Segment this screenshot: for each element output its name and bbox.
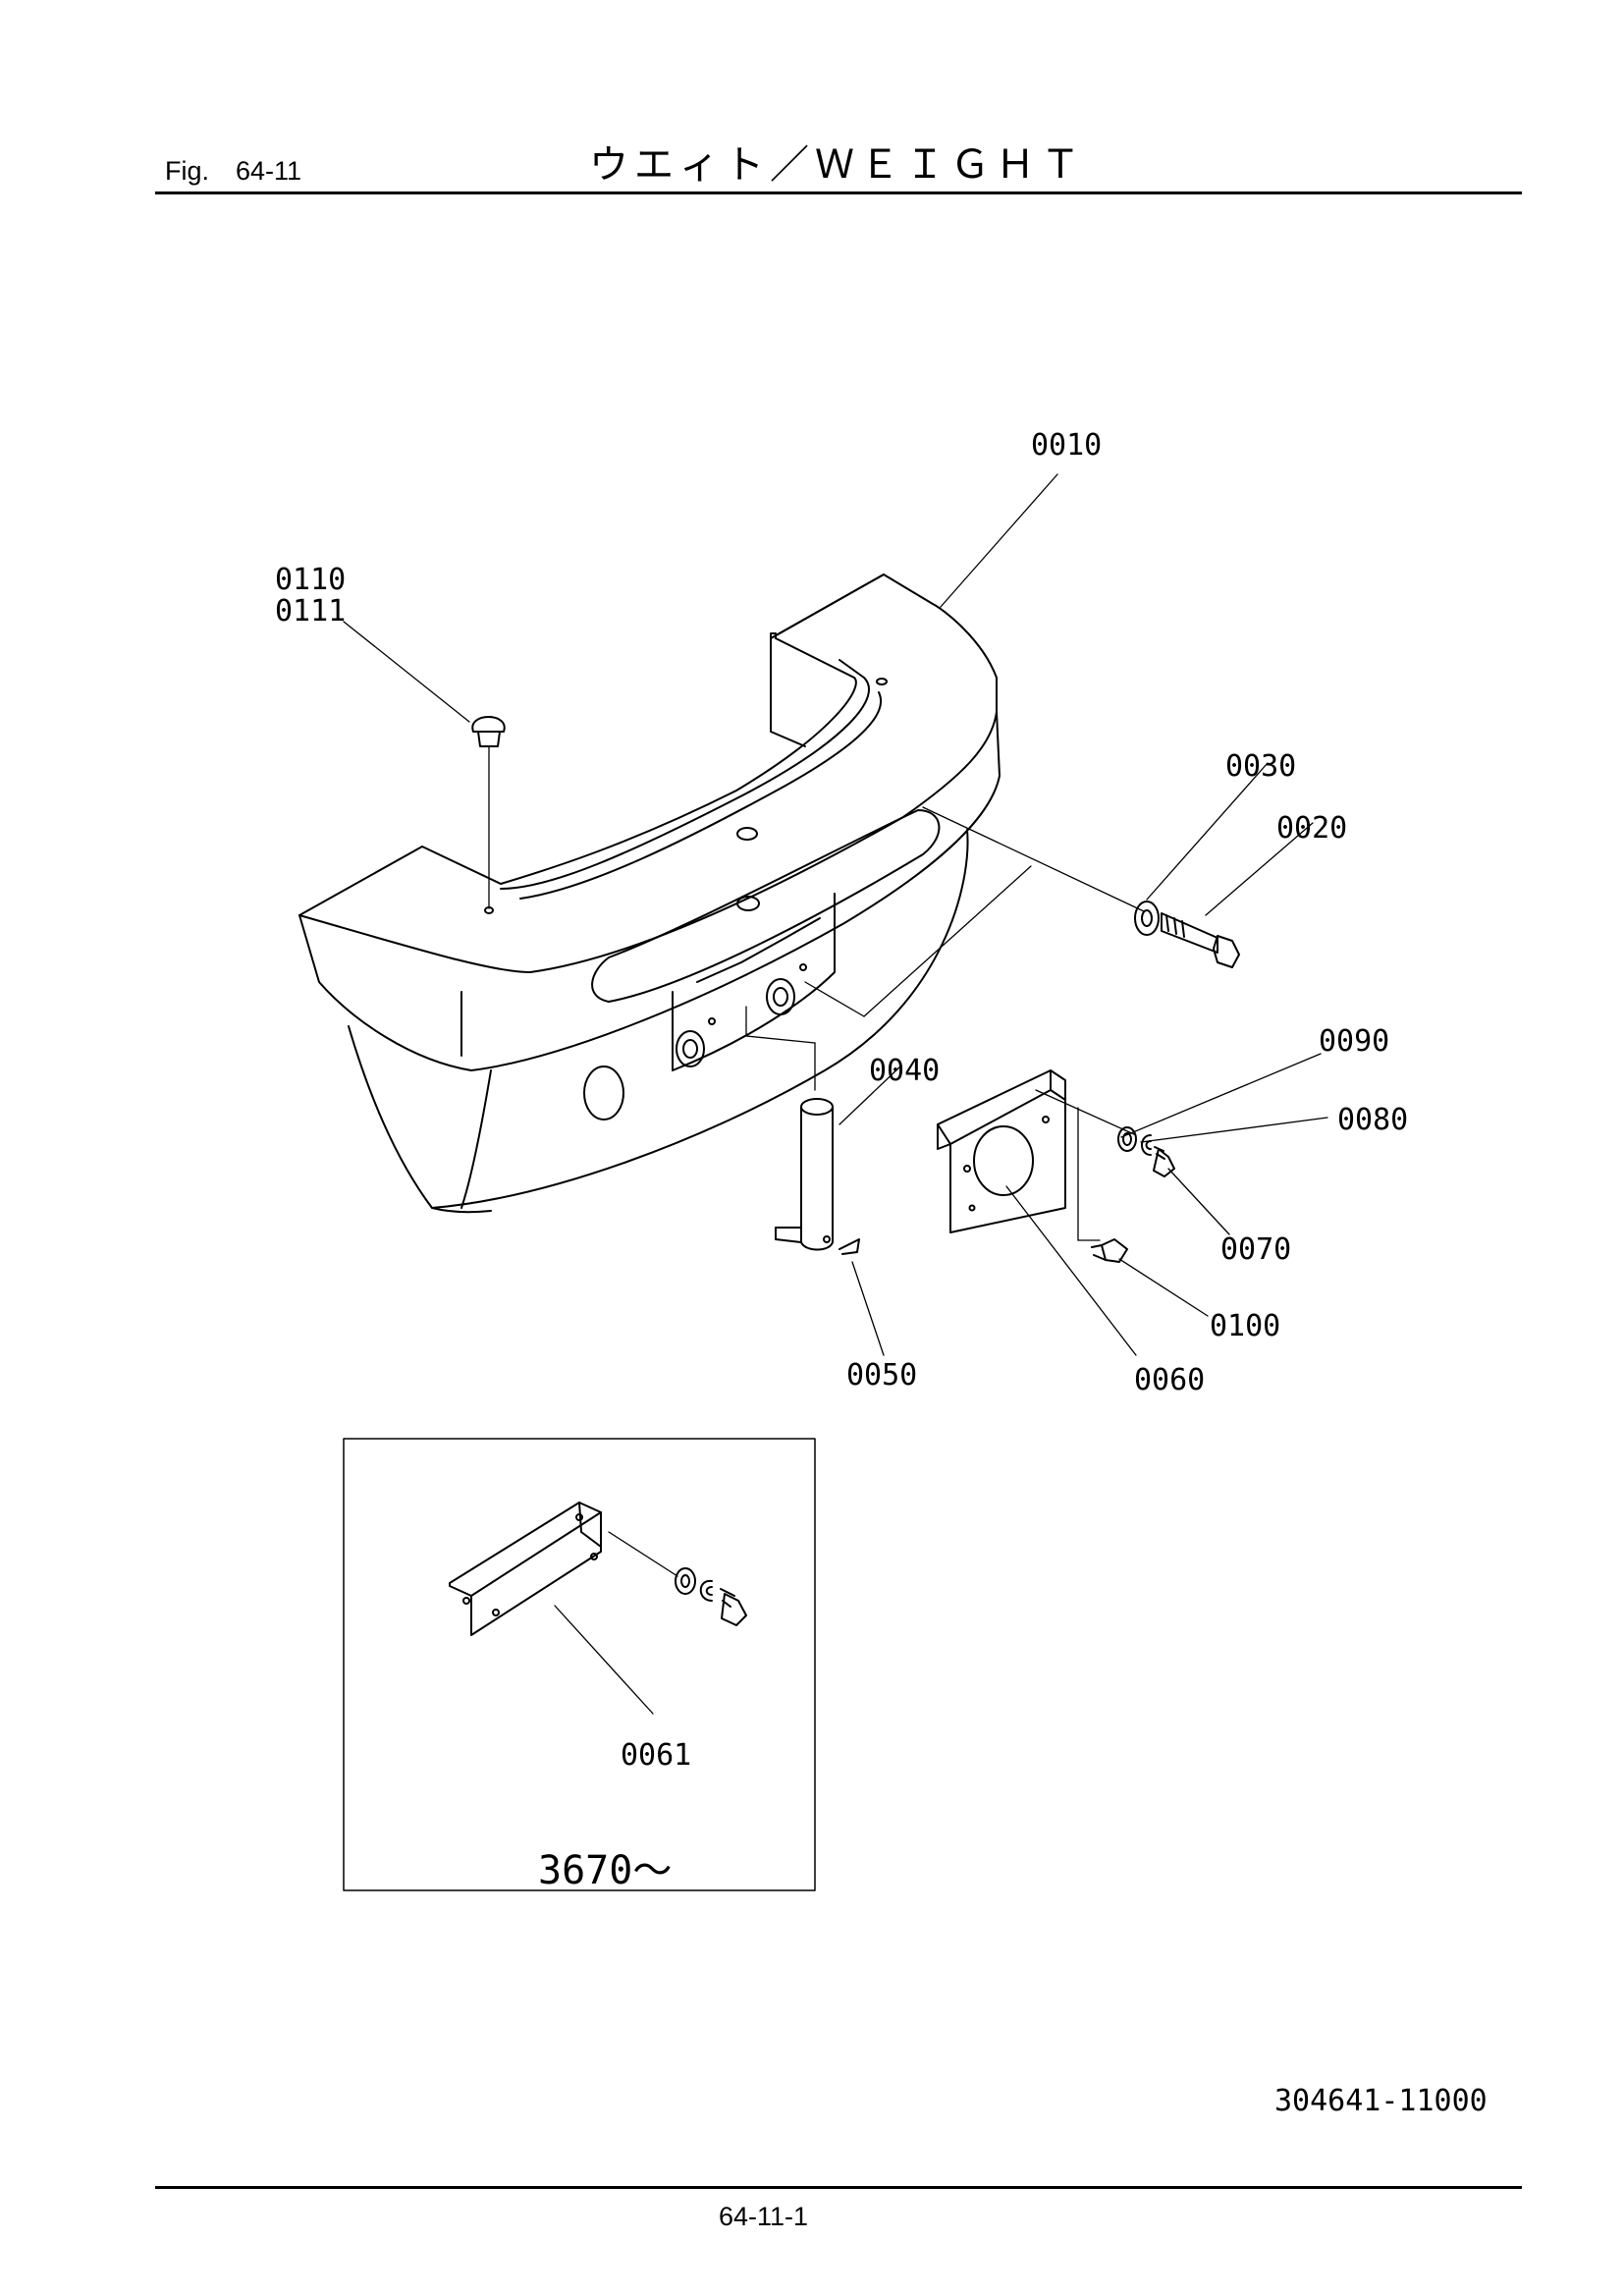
callout-0100: 0100 bbox=[1210, 1309, 1280, 1343]
lynch-pin bbox=[839, 1238, 860, 1255]
callout-0111: 0111 bbox=[275, 594, 346, 629]
inset-bracket bbox=[449, 1502, 602, 1636]
inset-frame bbox=[343, 1438, 816, 1891]
document-number: 304641-11000 bbox=[1274, 2084, 1488, 2118]
callout-0061: 0061 bbox=[621, 1738, 691, 1773]
callout-0070: 0070 bbox=[1220, 1232, 1291, 1267]
page-number: 64-11-1 bbox=[719, 2202, 809, 2231]
callout-0050: 0050 bbox=[846, 1358, 917, 1393]
callout-0030: 0030 bbox=[1225, 749, 1296, 784]
callout-labels: 0010 0110 0111 0030 0020 0040 0090 0080 … bbox=[275, 428, 1408, 1893]
inset-washer-set bbox=[675, 1567, 747, 1626]
washer-set bbox=[1117, 1126, 1175, 1177]
callout-0080: 0080 bbox=[1337, 1103, 1408, 1137]
footer-divider bbox=[155, 2186, 1522, 2189]
bolt bbox=[1161, 912, 1240, 968]
cap-plug bbox=[471, 716, 506, 747]
figure-label: Fig. 64-11 bbox=[165, 156, 302, 186]
header-divider bbox=[155, 191, 1522, 194]
leader-lines bbox=[343, 473, 1328, 1715]
callout-0010: 0010 bbox=[1031, 428, 1102, 463]
callout-0020: 0020 bbox=[1276, 811, 1347, 846]
washer bbox=[1134, 901, 1160, 936]
counterweight-body bbox=[298, 574, 1001, 1214]
callout-0110: 0110 bbox=[275, 563, 346, 597]
page-title: ウエィト／ＷＥＩＧＨＴ bbox=[589, 142, 1086, 188]
pin bbox=[775, 1098, 834, 1251]
callout-0060: 0060 bbox=[1134, 1363, 1205, 1397]
callout-0040: 0040 bbox=[869, 1054, 940, 1088]
inset-serial-note: 3670～ bbox=[538, 1848, 672, 1893]
callout-0090: 0090 bbox=[1319, 1024, 1389, 1059]
mounting-plate bbox=[937, 1069, 1066, 1233]
bolt-0100 bbox=[1091, 1238, 1128, 1263]
